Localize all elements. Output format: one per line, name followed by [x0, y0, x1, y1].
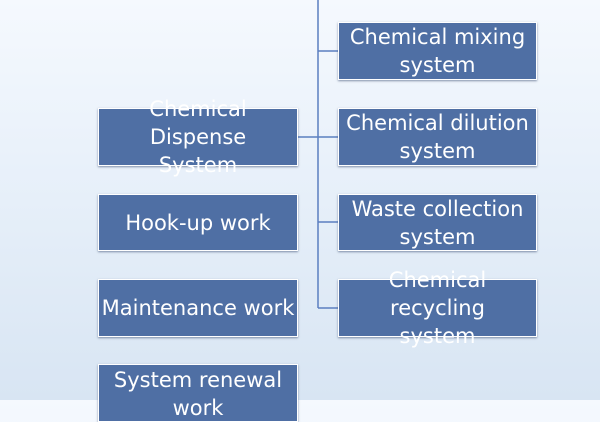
- node-label: Maintenance work: [101, 296, 295, 320]
- connector-lines: [298, 0, 338, 309]
- node-hook-up-work: Hook-up work: [98, 194, 298, 251]
- node-label: Waste collection system: [351, 196, 524, 249]
- node-label: Chemical Dispense System: [149, 97, 247, 177]
- node-chemical-mixing-system: Chemical mixing system: [338, 22, 537, 80]
- org-diagram: Chemical Dispense System Hook-up work Ma…: [98, 0, 537, 422]
- node-label: System renewal work: [113, 368, 283, 420]
- node-label: Hook-up work: [125, 210, 271, 235]
- node-chemical-recycling-system: Chemical recycling system: [338, 268, 537, 348]
- node-system-renewal-work: System renewal work: [98, 364, 298, 422]
- node-label: Chemical recycling system: [388, 268, 487, 348]
- node-maintenance-work: Maintenance work: [98, 279, 298, 337]
- node-label: Chemical dilution system: [346, 111, 529, 163]
- node-label: Chemical mixing system: [349, 25, 526, 77]
- node-chemical-dilution-system: Chemical dilution system: [338, 108, 537, 166]
- node-chemical-dispense-system: Chemical Dispense System: [98, 97, 298, 177]
- node-waste-collection-system: Waste collection system: [338, 194, 537, 251]
